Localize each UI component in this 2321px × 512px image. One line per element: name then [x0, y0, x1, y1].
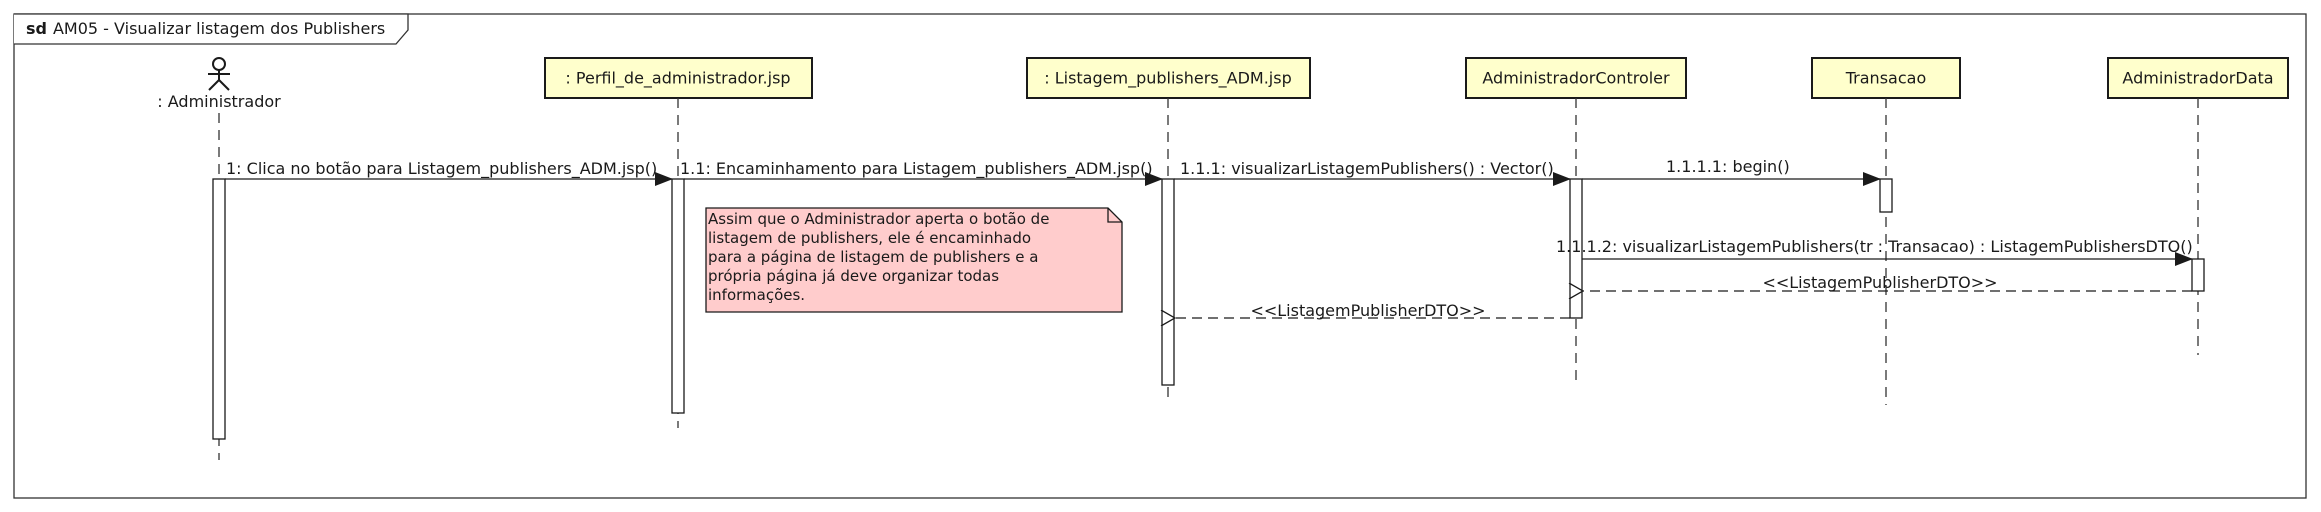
message-label: <<ListagemPublisherDTO>> — [1762, 273, 1997, 292]
message-label: 1: Clica no botão para Listagem_publishe… — [226, 159, 657, 179]
message-label: 1.1.1.1: begin() — [1666, 157, 1790, 176]
actor-administrador[interactable]: : Administrador — [157, 57, 281, 111]
lifeline-listagem-publishers-adm[interactable]: : Listagem_publishers_ADM.jsp — [1026, 57, 1311, 99]
stick-figure-icon — [208, 57, 230, 91]
activation-perfil — [671, 178, 685, 414]
message-label: 1.1.1.2: visualizarListagemPublishers(tr… — [1556, 237, 2193, 256]
lifeline-label: : Listagem_publishers_ADM.jsp — [1044, 69, 1292, 89]
lifeline-administrador-data[interactable]: AdministradorData — [2107, 57, 2289, 99]
activation-bars — [212, 178, 2205, 440]
message-label: <<ListagemPublisherDTO>> — [1250, 301, 1485, 320]
frame-title: sd AM05 - Visualizar listagem dos Publish… — [26, 19, 385, 38]
frame-name: AM05 - Visualizar listagem dos Publisher… — [53, 19, 385, 38]
note-text: Assim que o Administrador aperta o botão… — [708, 210, 1054, 304]
note[interactable]: Assim que o Administrador aperta o botão… — [705, 207, 1123, 313]
message-label: 1.1: Encaminhamento para Listagem_publis… — [680, 159, 1153, 179]
activation-data — [2191, 258, 2205, 292]
lifeline-label: AdministradorData — [2122, 69, 2273, 88]
lifeline-label: AdministradorControler — [1482, 69, 1670, 88]
lifeline-label: : Perfil_de_administrador.jsp — [565, 69, 790, 89]
note-line: para a página de listagem de publishers … — [708, 248, 1038, 266]
lifeline-administrador-controler[interactable]: AdministradorControler — [1465, 57, 1687, 99]
message-1-1[interactable]: 1.1: Encaminhamento para Listagem_publis… — [680, 159, 1163, 186]
actor-label: : Administrador — [157, 92, 281, 111]
message-1[interactable]: 1: Clica no botão para Listagem_publishe… — [225, 159, 673, 186]
message-1-1-1-2[interactable]: 1.1.1.2: visualizarListagemPublishers(tr… — [1556, 237, 2193, 266]
frame-title-tab — [14, 13, 409, 45]
return-message-controler[interactable]: <<ListagemPublisherDTO>> — [1175, 301, 1570, 320]
note-line: listagem de publishers, ele é encaminhad… — [708, 229, 1031, 247]
message-1-1-1[interactable]: 1.1.1: visualizarListagemPublishers() : … — [1174, 159, 1571, 186]
lifeline-perfil-administrador[interactable]: : Perfil_de_administrador.jsp — [544, 57, 813, 99]
note-line: própria página já deve organizar todas — [708, 267, 999, 285]
message-label: 1.1.1: visualizarListagemPublishers() : … — [1180, 159, 1554, 178]
note-line: Assim que o Administrador aperta o botão… — [708, 210, 1049, 228]
lifeline-label: Transacao — [1845, 69, 1926, 88]
lifeline-transacao[interactable]: Transacao — [1811, 57, 1961, 99]
sequence-frame — [13, 13, 2307, 499]
activation-actor — [212, 178, 226, 440]
activation-listagem — [1161, 178, 1175, 386]
frame-keyword: sd — [26, 19, 47, 38]
activation-transacao — [1879, 178, 1893, 213]
return-message-data[interactable]: <<ListagemPublisherDTO>> — [1583, 273, 2192, 292]
note-line: informações. — [708, 286, 805, 304]
message-1-1-1-1[interactable]: 1.1.1.1: begin() — [1582, 157, 1881, 186]
